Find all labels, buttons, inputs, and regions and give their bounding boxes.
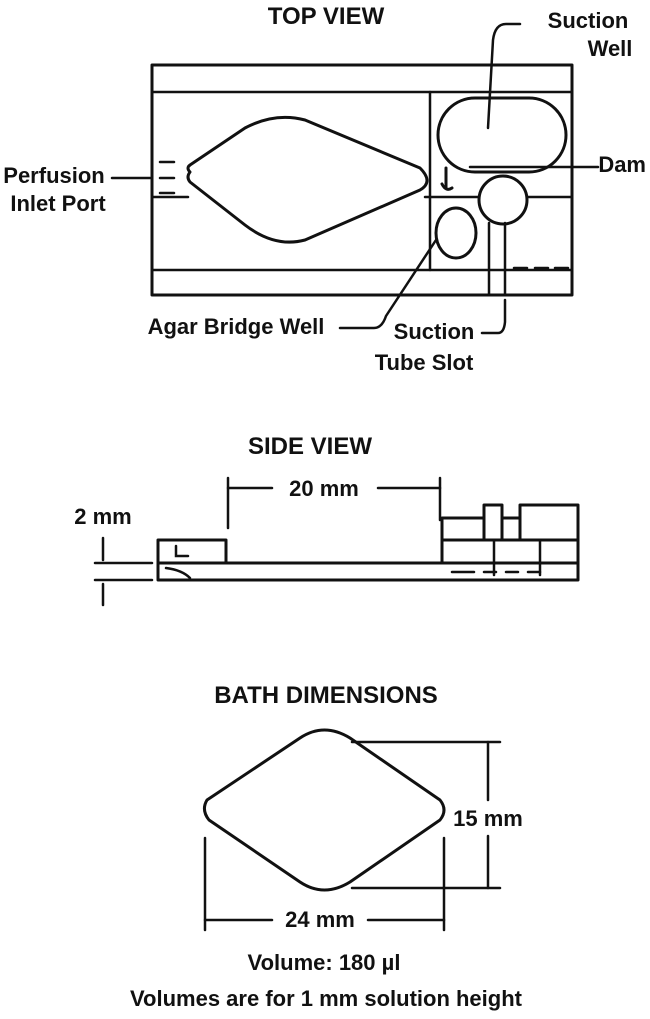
bath-chamber xyxy=(186,115,429,244)
agar-bridge-well xyxy=(434,206,478,260)
bath-shape xyxy=(202,728,446,892)
suction-well-label-2: Well xyxy=(588,36,633,61)
bath-width-label: 24 mm xyxy=(285,907,355,932)
suction-tube-label-1: Suction xyxy=(394,319,475,344)
top-view-title: TOP VIEW xyxy=(268,3,385,30)
suction-well xyxy=(436,96,568,174)
volume-note: Volumes are for 1 mm solution height xyxy=(130,986,523,1011)
perfusion-label-2: Inlet Port xyxy=(10,191,106,216)
bath-dimensions-title: BATH DIMENSIONS xyxy=(214,682,438,709)
side-inlet-block xyxy=(156,538,228,565)
side-view: SIDE VIEW 20 mm 2 mm xyxy=(74,433,580,607)
dam-mark xyxy=(440,166,454,191)
suction-well-label-1: Suction xyxy=(548,8,629,33)
agar-bridge-label: Agar Bridge Well xyxy=(148,314,325,339)
bath-height-label: 15 mm xyxy=(453,806,523,831)
volume-prefix: Volume: 180 xyxy=(248,950,382,975)
side-right-step-1 xyxy=(440,516,486,542)
suction-tube-well xyxy=(477,174,529,226)
volume-text: Volume: 180 µl xyxy=(248,950,401,975)
side-view-title: SIDE VIEW xyxy=(248,433,372,460)
suction-tube-leader xyxy=(480,298,507,335)
perfusion-label-1: Perfusion xyxy=(3,163,104,188)
side-right-step-3 xyxy=(518,503,580,542)
dam-label: Dam xyxy=(598,152,646,177)
side-base-plate xyxy=(156,561,580,582)
suction-tube-label-2: Tube Slot xyxy=(375,350,474,375)
top-view: TOP VIEW Suction xyxy=(3,3,646,375)
side-inlet-channel xyxy=(164,544,192,580)
agar-leader xyxy=(338,238,438,330)
side-right-step-2 xyxy=(500,516,522,542)
length-label: 20 mm xyxy=(289,476,359,501)
volume-unit: µl xyxy=(382,950,401,975)
side-tube-slot xyxy=(482,503,504,542)
height-label: 2 mm xyxy=(74,504,131,529)
side-right-block xyxy=(440,538,580,565)
chamber-outline xyxy=(150,63,574,297)
suction-well-leader xyxy=(486,22,522,130)
bath-dimensions: BATH DIMENSIONS 15 mm 24 mm Volume: 180 … xyxy=(130,682,523,1011)
